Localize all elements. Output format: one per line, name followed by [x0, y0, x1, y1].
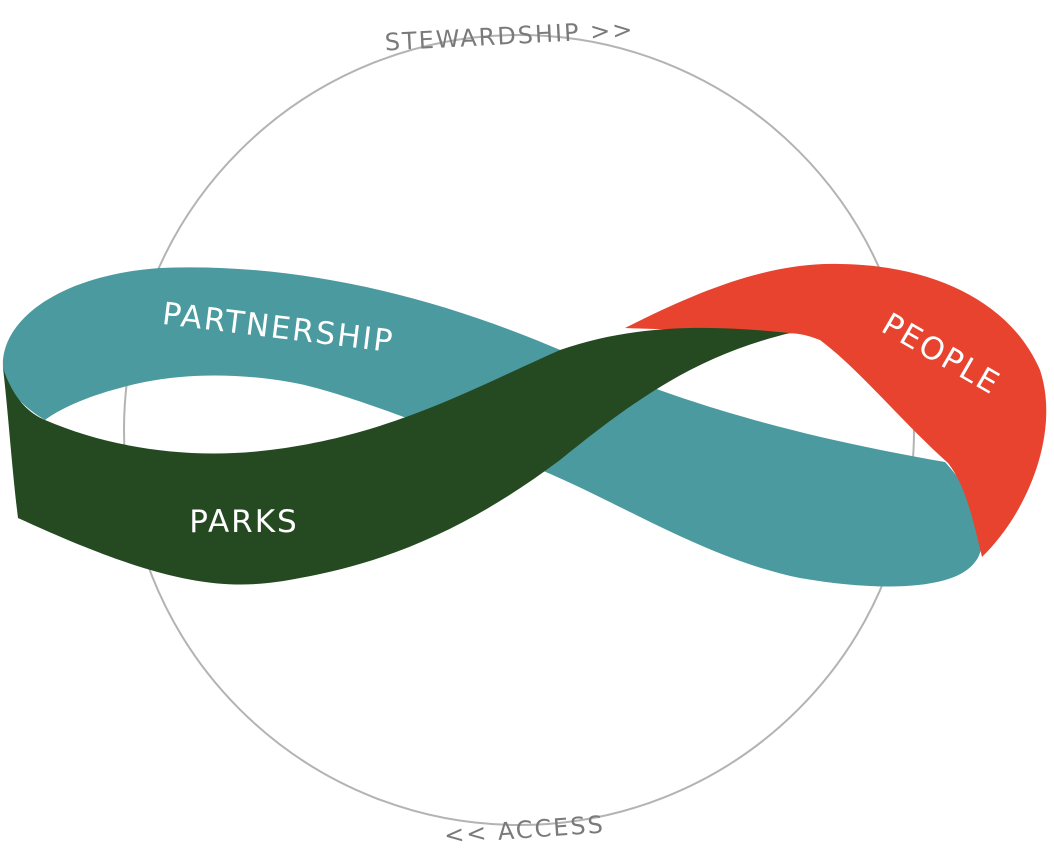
- parks-label: PARKS: [189, 504, 298, 540]
- parks-band: [3, 327, 790, 585]
- people-band: [625, 263, 1047, 557]
- access-label: << ACCESS: [443, 810, 606, 849]
- stewardship-label: STEWARDSHIP >>: [384, 15, 635, 56]
